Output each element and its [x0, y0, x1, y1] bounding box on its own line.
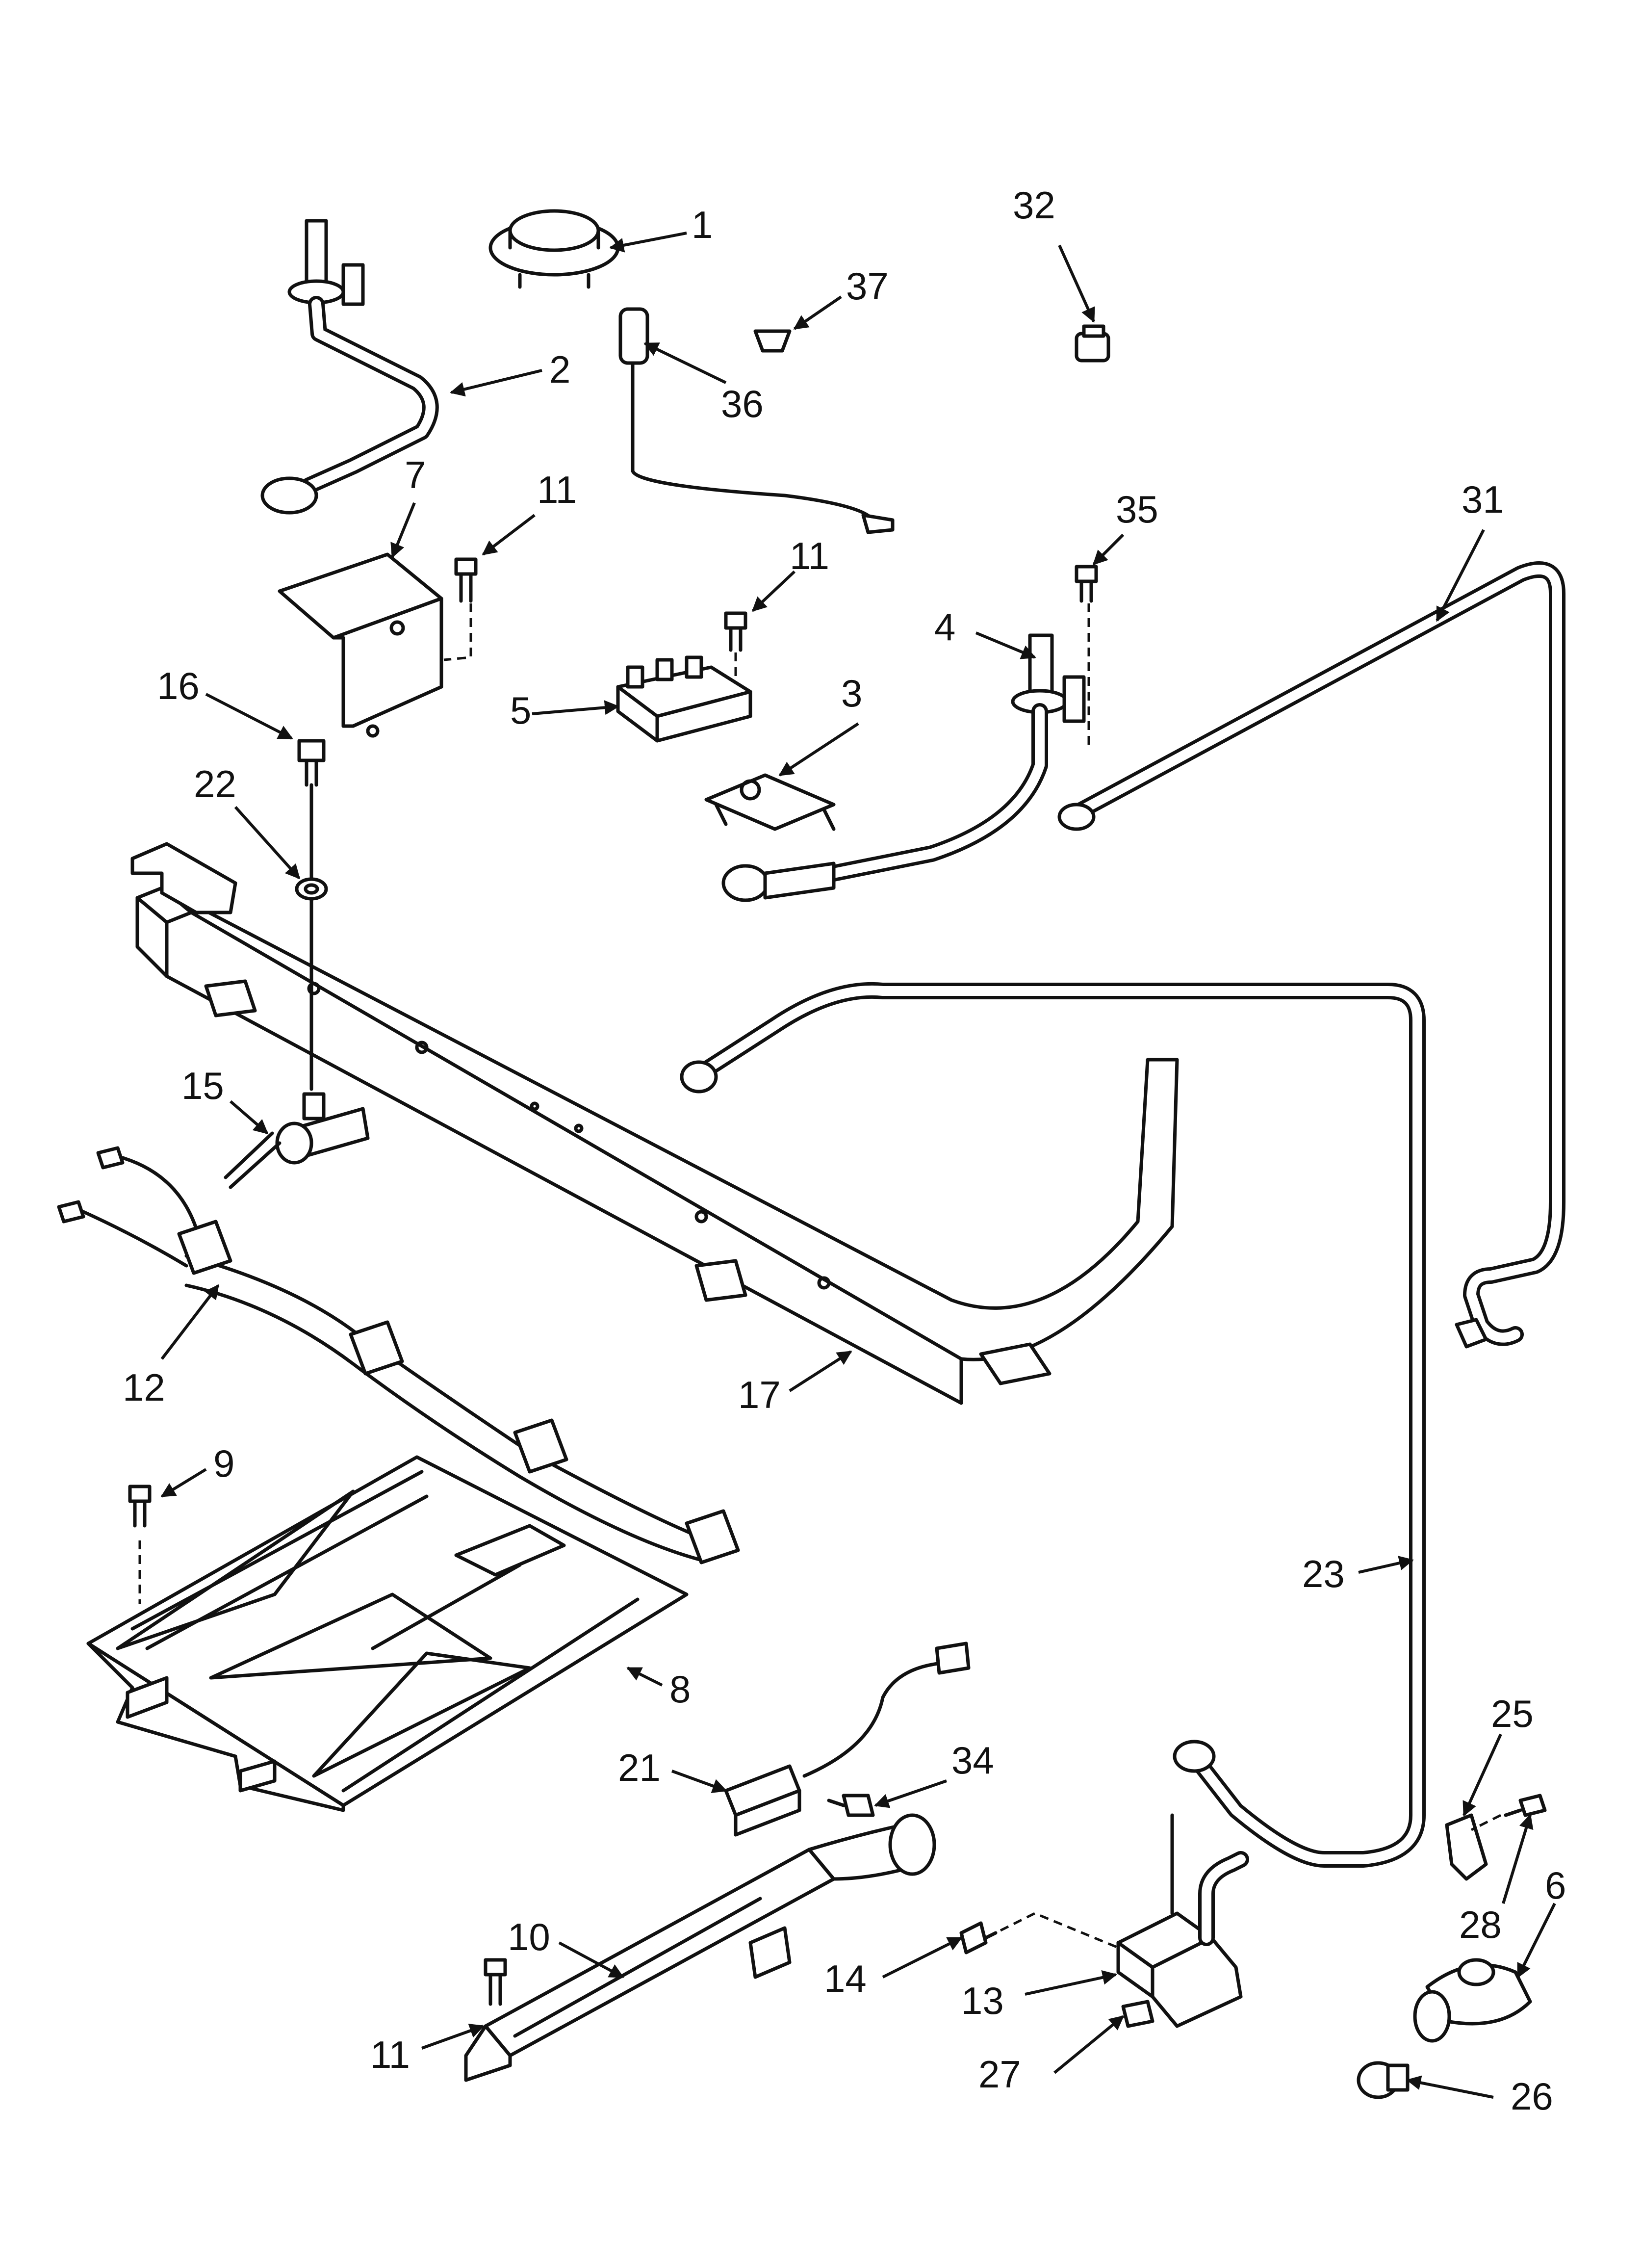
screw-35: [1075, 565, 1098, 603]
igniter-21-part: [724, 1642, 971, 1837]
callout-13: 13: [961, 1979, 1004, 2022]
screw-27: [1121, 2000, 1155, 2028]
screw-14: [959, 1912, 1119, 1955]
valve-13-part: [1116, 1813, 1249, 2028]
igniter-part: [618, 307, 895, 534]
callout-6: 6: [1545, 1864, 1566, 1907]
callout-11-lower: 11: [370, 2033, 410, 2076]
callout-35: 35: [1116, 488, 1158, 531]
callout-4: 4: [934, 605, 955, 649]
callout-2: 2: [549, 348, 570, 391]
leader-lines: [160, 232, 1556, 2099]
gas-tube-31-part: [1057, 561, 1565, 1349]
oven-burner-10-part: [464, 1813, 936, 2082]
callout-12: 12: [123, 1366, 165, 1409]
screw-11-lower: [484, 1958, 507, 2006]
callout-9: 9: [213, 1442, 234, 1485]
callout-28: 28: [1459, 1903, 1502, 1946]
burner-tube-4-part: [721, 603, 1090, 902]
screw-11-upper: [443, 557, 478, 661]
fitting-26-part: [1357, 2061, 1410, 2099]
callout-7: 7: [405, 453, 426, 496]
fitting-32-part: [1075, 324, 1110, 363]
bolt-16-part: [297, 739, 326, 885]
callout-15: 15: [181, 1064, 224, 1107]
gas-tube-23-part: [680, 982, 1426, 1868]
harness-12-part: [57, 1146, 740, 1564]
callout-37: 37: [846, 264, 889, 308]
callout-27: 27: [978, 2053, 1021, 2096]
callout-11-middle: 11: [790, 534, 829, 577]
callout-25: 25: [1491, 1692, 1534, 1735]
callout-1: 1: [692, 203, 713, 246]
callout-labels: 1 2 3 4 5 6 7 8 9 10 11 11 11 12 13 14 1…: [123, 183, 1566, 2118]
callout-5: 5: [510, 689, 531, 732]
callout-22: 22: [194, 762, 236, 806]
screw-9: [128, 1485, 152, 1604]
screw-11-middle: [724, 611, 747, 687]
valve-15-part: [224, 1092, 370, 1189]
callout-8: 8: [669, 1668, 691, 1711]
plug-part: [753, 329, 792, 353]
spark-module-part: [616, 655, 752, 743]
callout-23: 23: [1302, 1552, 1345, 1595]
clip-bracket-part: [704, 773, 836, 831]
burner-tube-part: [260, 219, 439, 515]
callout-36: 36: [721, 382, 764, 425]
regulator-6-part: [1413, 1958, 1532, 2043]
callout-32: 32: [1013, 183, 1055, 227]
callout-17: 17: [738, 1373, 781, 1416]
bracket-25-part: [1445, 1813, 1488, 1881]
plate-8-part: [86, 1455, 689, 1812]
callout-14: 14: [824, 1957, 867, 2000]
screw-34: [827, 1794, 875, 1817]
callout-26: 26: [1511, 2075, 1553, 2118]
callout-11-upper: 11: [537, 468, 577, 511]
callout-31: 31: [1462, 478, 1504, 521]
callout-21: 21: [618, 1746, 661, 1789]
bracket-box-part: [278, 552, 443, 738]
burner-cap-part: [488, 209, 620, 289]
callout-16: 16: [157, 664, 200, 707]
callout-10: 10: [508, 1915, 550, 1958]
callout-34: 34: [951, 1739, 994, 1782]
manifold-17-part: [130, 842, 1179, 1405]
washer-22-part: [295, 877, 328, 1091]
screw-28: [1470, 1794, 1547, 1831]
callout-3: 3: [841, 672, 862, 715]
